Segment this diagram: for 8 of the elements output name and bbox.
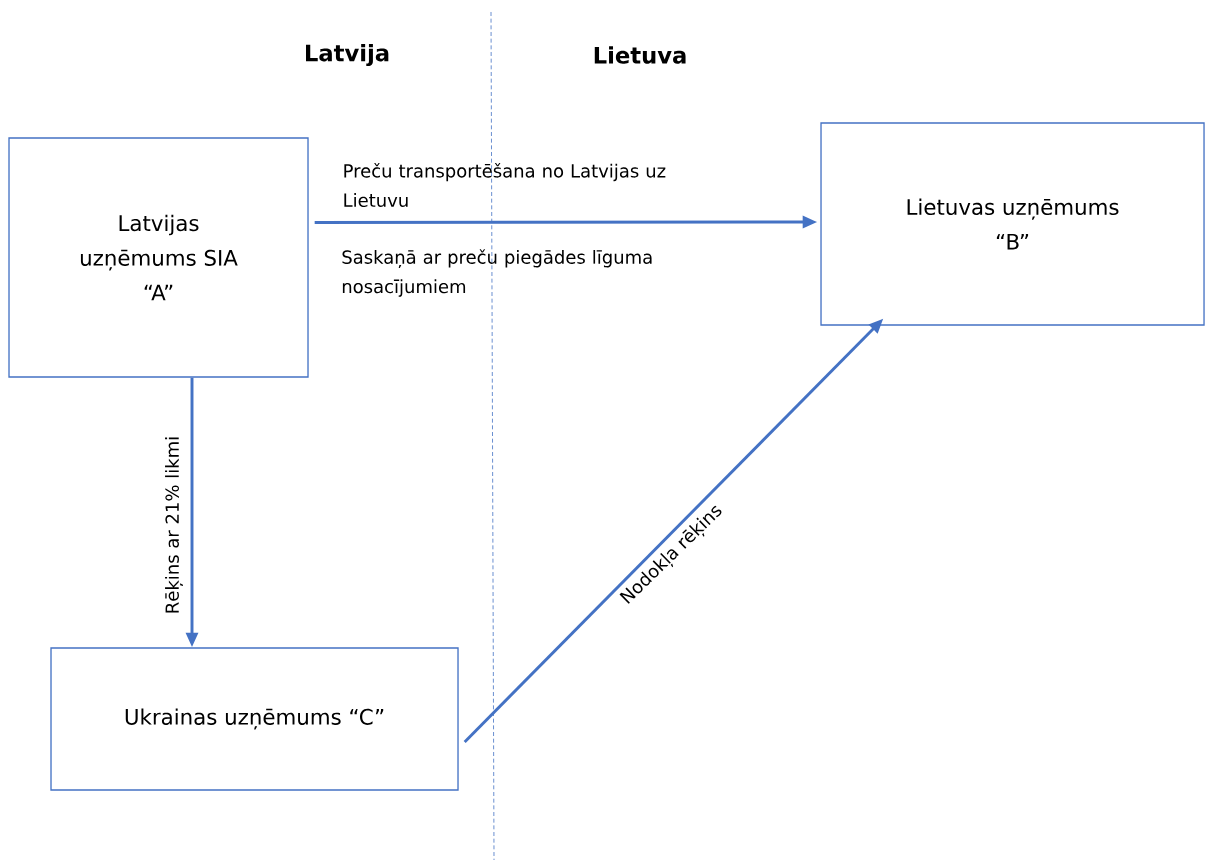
company-box: Latvijas uzņēmums SIA “A” bbox=[8, 137, 309, 378]
company-box: Ukrainas uzņēmums “C” bbox=[50, 647, 459, 791]
edge-label: Rēķins ar 21% likmi bbox=[165, 437, 183, 613]
company-box: Lietuvas uzņēmums “B” bbox=[820, 122, 1205, 326]
note-text: Saskaņā ar preču piegādes līguma nosacījumiem bbox=[342, 249, 652, 297]
column-heading: Latvija bbox=[306, 43, 389, 67]
column-heading: Lietuva bbox=[594, 46, 686, 64]
edge-label: Preču transportēšana no Latvijas uz Lietuvu bbox=[344, 163, 666, 207]
